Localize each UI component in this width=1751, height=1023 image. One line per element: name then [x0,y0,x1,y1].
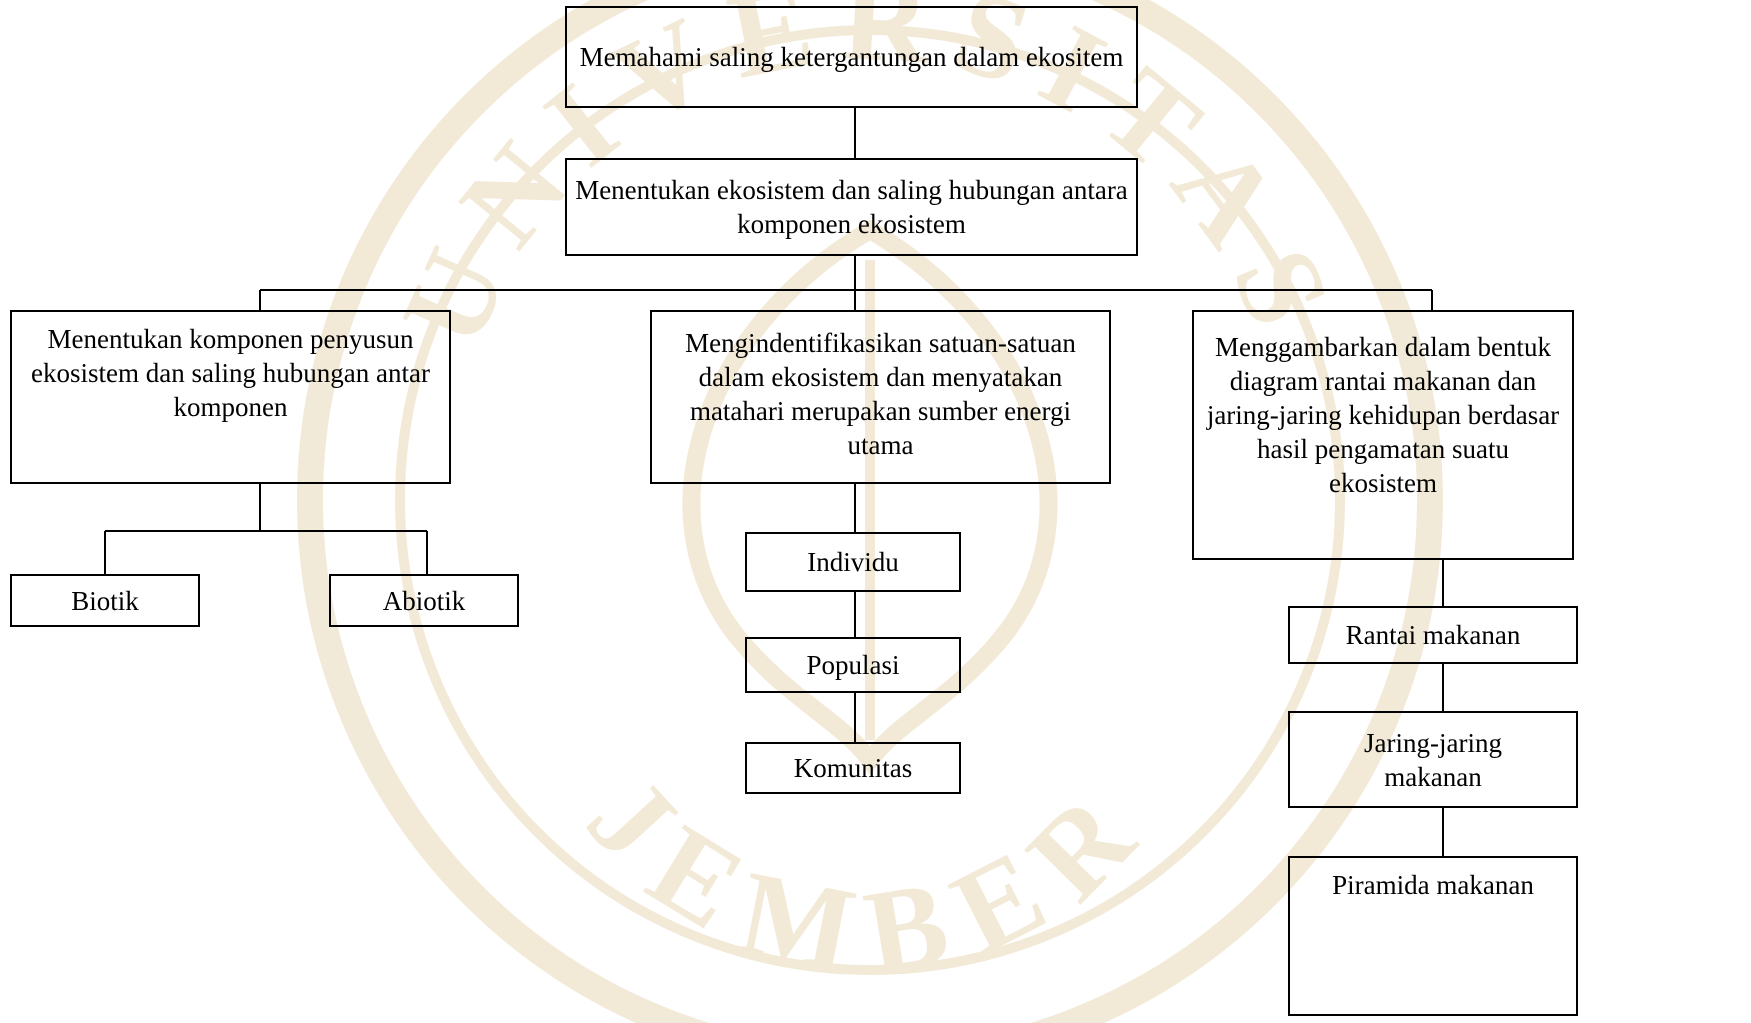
node-populasi-text: Populasi [806,650,900,680]
node-rantai-makanan-text: Rantai makanan [1345,620,1521,650]
node-jaring-jaring-makanan: Jaring-jaring makanan [1288,711,1578,808]
node-left: Menentukan komponen penyusun ekosistem d… [10,310,451,484]
node-biotik-text: Biotik [71,585,139,616]
node-individu-text: Individu [807,547,899,577]
seal-inner-ring [395,25,1345,975]
node-biotik: Biotik [10,574,200,627]
node-level2-text: Menentukan ekosistem dan saling hubungan… [575,175,1128,239]
node-abiotik-text: Abiotik [382,585,466,616]
node-individu: Individu [745,532,961,592]
node-left-text: Menentukan komponen penyusun ekosistem d… [31,324,430,422]
node-abiotik: Abiotik [329,574,519,627]
seal-leaf-shape [682,219,1058,775]
node-piramida-makanan-text: Piramida makanan [1332,870,1534,900]
node-komunitas: Komunitas [745,742,961,794]
node-root: Memahami saling ketergantungan dalam eko… [565,6,1138,108]
node-root-text: Memahami saling ketergantungan dalam eko… [579,42,1124,72]
seal-outer-ring [297,0,1443,1023]
node-komunitas-text: Komunitas [793,753,913,783]
node-jaring-jaring-makanan-text: Jaring-jaring makanan [1364,727,1502,792]
node-center: Mengindentifikasikan satuan-satuan dalam… [650,310,1111,484]
node-level2: Menentukan ekosistem dan saling hubungan… [565,158,1138,256]
node-piramida-makanan: Piramida makanan [1288,856,1578,1016]
node-right: Menggambarkan dalam bentuk diagram ranta… [1192,310,1574,560]
node-populasi: Populasi [745,637,961,693]
node-right-text: Menggambarkan dalam bentuk diagram ranta… [1206,332,1560,498]
node-center-text: Mengindentifikasikan satuan-satuan dalam… [685,328,1076,460]
node-rantai-makanan: Rantai makanan [1288,606,1578,664]
